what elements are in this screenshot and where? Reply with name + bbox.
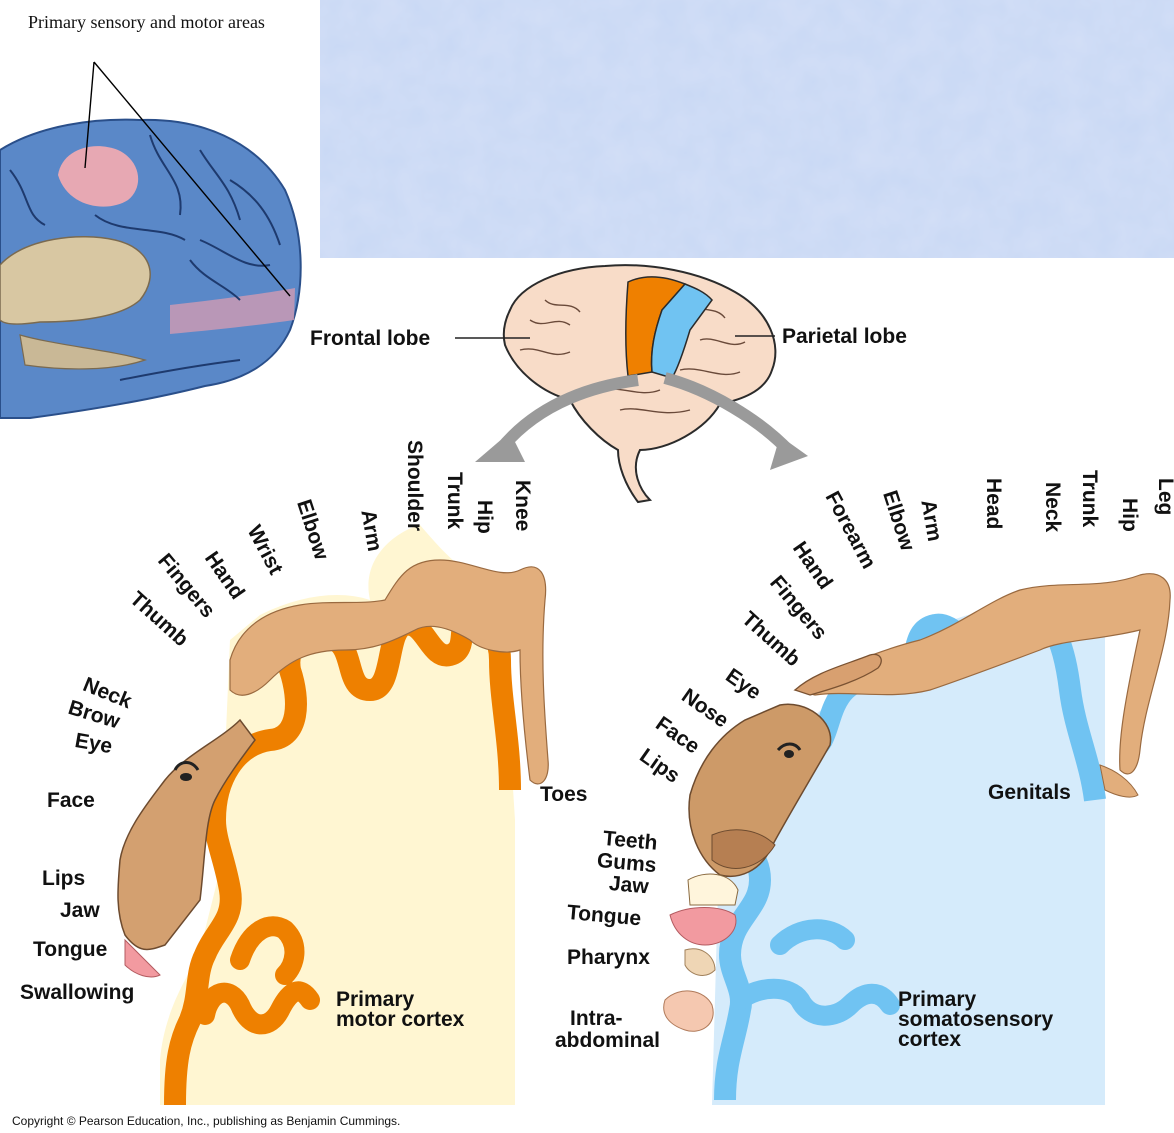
motor-label-jaw: Jaw: [60, 900, 100, 921]
motor-label-swallowing: Swallowing: [20, 982, 134, 1003]
motor-label-tongue: Tongue: [33, 939, 107, 960]
sensory-label-abdominal: abdominal: [555, 1030, 660, 1051]
sensory-label-gums: Gums: [596, 850, 657, 876]
motor-label-lips: Lips: [42, 868, 85, 889]
sensory-label-neck: Neck: [1042, 482, 1063, 532]
sensory-label-trunk: Trunk: [1079, 470, 1100, 527]
frontal-lobe-label: Frontal lobe: [310, 328, 430, 349]
sensory-label-jaw: Jaw: [608, 873, 649, 897]
sensory-label-head: Head: [983, 478, 1004, 529]
sensory-label-hip: Hip: [1119, 498, 1140, 532]
motor-cortex-title: Primary motor cortex: [336, 990, 464, 1030]
sensory-label-intra: Intra-: [570, 1008, 623, 1029]
motor-label-shoulder: Shoulder: [404, 440, 425, 531]
parietal-lobe-label: Parietal lobe: [782, 326, 907, 347]
inset-medial-brain: [0, 0, 320, 430]
motor-label-knee: Knee: [512, 480, 533, 531]
inset-label: Primary sensory and motor areas: [28, 12, 268, 33]
sensory-label-pharynx: Pharynx: [567, 947, 650, 968]
sensory-label-genitals: Genitals: [988, 782, 1071, 803]
sensory-label-leg: Leg: [1155, 478, 1174, 515]
motor-label-hip: Hip: [474, 500, 495, 534]
motor-label-toes: Toes: [540, 784, 587, 805]
copyright-notice: Copyright © Pearson Education, Inc., pub…: [12, 1114, 400, 1128]
motor-label-face: Face: [47, 790, 95, 811]
sensory-cortex-title: Primary somatosensory cortex: [898, 990, 1053, 1050]
motor-label-trunk: Trunk: [444, 472, 465, 529]
